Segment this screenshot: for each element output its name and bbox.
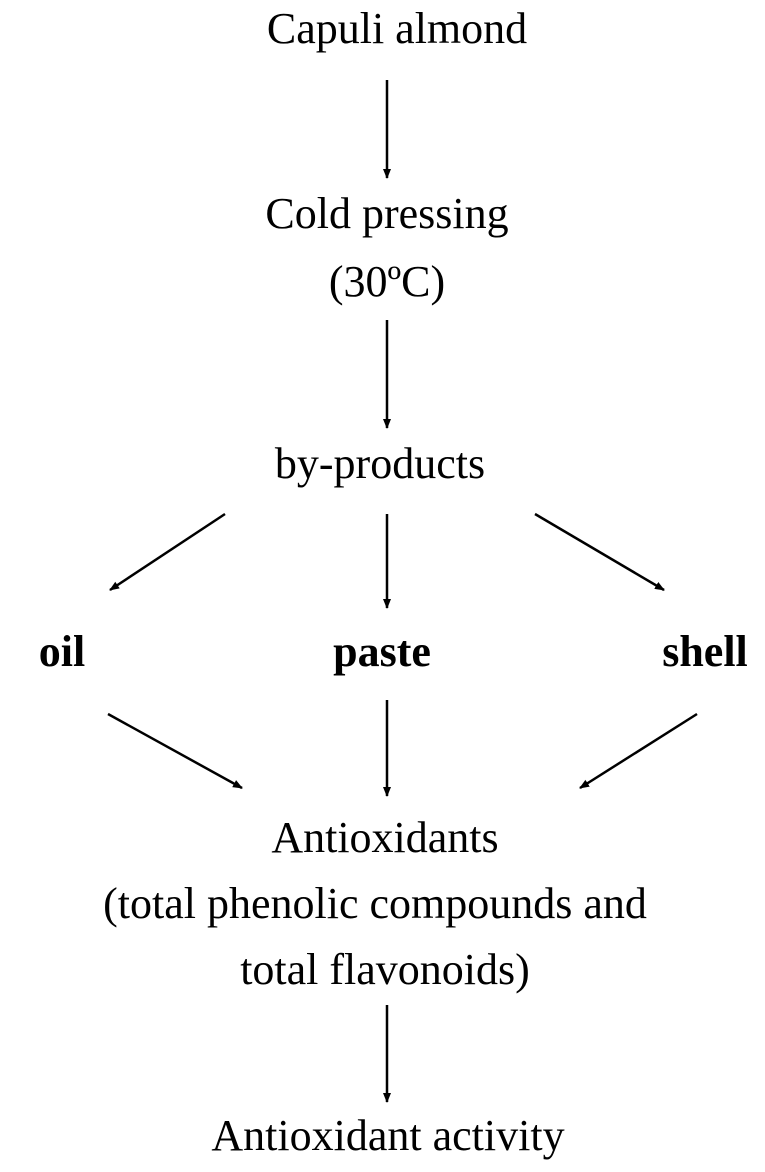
node-by-products: by-products	[274, 439, 486, 488]
arrow-byproducts-to-shell	[534, 512, 665, 592]
node-cold-pressing: Cold pressing	[265, 189, 509, 238]
node-capuli-almond: Capuli almond	[266, 4, 528, 53]
arrow-shell-to-antioxidants	[579, 712, 698, 790]
node-antioxidants-detail-2: total flavonoids)	[240, 945, 530, 994]
node-cold-pressing-temperature: (30ºC)	[328, 257, 446, 306]
node-paste: paste	[333, 627, 431, 676]
arrow-byproducts-to-oil	[109, 512, 226, 592]
node-antioxidants: Antioxidants	[271, 813, 499, 862]
node-shell: shell	[662, 627, 748, 676]
node-antioxidants-detail-1: (total phenolic compounds and	[103, 879, 647, 928]
node-oil: oil	[38, 627, 86, 676]
node-antioxidant-activity: Antioxidant activity	[211, 1111, 565, 1160]
arrow-oil-to-antioxidants	[107, 712, 243, 790]
